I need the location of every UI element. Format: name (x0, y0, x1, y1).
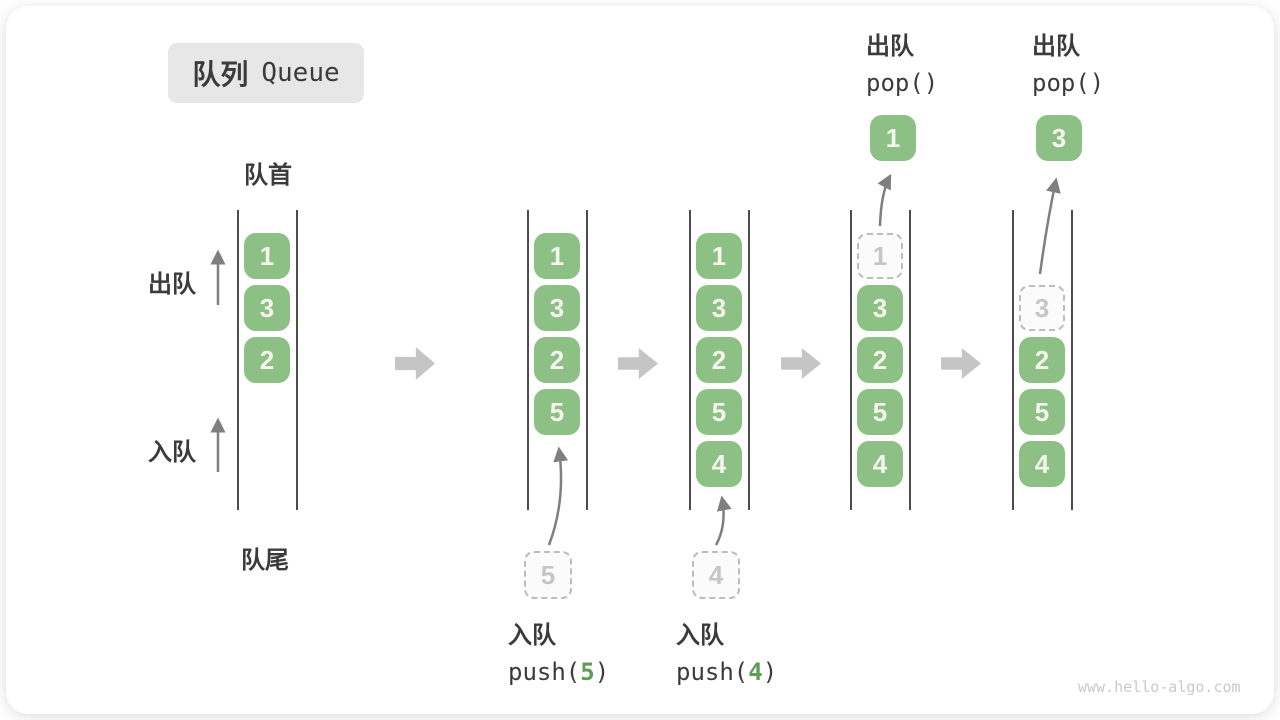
queue-cell: 3 (857, 285, 903, 331)
transition-arrow-icon (941, 348, 981, 379)
queue-wall (527, 210, 529, 510)
queue-cell: 2 (857, 337, 903, 383)
push-annotation-code: push(5) (508, 654, 609, 690)
queue-cell: 3 (244, 285, 290, 331)
push-fn: push( (508, 658, 581, 686)
queue-wall (1012, 210, 1014, 510)
pop-annotation-zh: 出队 (1032, 33, 1080, 60)
queue-cell-dashed: 1 (857, 233, 903, 279)
title-badge: 队列 Queue (168, 43, 364, 103)
pop-annotation-code: pop() (866, 69, 939, 97)
incoming-element-box: 5 (524, 551, 572, 599)
queue-state-5: 3 2 5 4 (1012, 210, 1073, 510)
queue-wall (748, 210, 750, 510)
queue-wall (850, 210, 852, 510)
watermark: www.hello-algo.com (1078, 678, 1241, 696)
queue-cell: 2 (244, 337, 290, 383)
title-zh: 队列 (192, 59, 249, 90)
title-en: Queue (261, 58, 340, 88)
transition-arrow-icon (781, 348, 821, 379)
queue-state-2: 1 3 2 5 (527, 210, 588, 510)
popped-element-box: 1 (870, 115, 916, 161)
push-annotation: 入队 push(4) (676, 618, 777, 690)
queue-cell-dashed: 3 (1019, 285, 1065, 331)
pop-annotation: 出队 pop() (866, 29, 938, 101)
queue-cell: 5 (534, 389, 580, 435)
push-arg: 4 (748, 658, 763, 686)
push-close: ) (594, 658, 610, 686)
queue-cell: 3 (696, 285, 742, 331)
pop-annotation-zh: 出队 (866, 33, 914, 60)
queue-cell: 2 (696, 337, 742, 383)
push-fn: push( (676, 658, 749, 686)
queue-cell: 1 (244, 233, 290, 279)
queue-wall (689, 210, 691, 510)
queue-state-4: 1 3 2 5 4 (850, 210, 911, 510)
queue-wall (909, 210, 911, 510)
push-annotation-code: push(4) (676, 654, 777, 690)
pop-annotation-code: pop() (1032, 69, 1105, 97)
queue-cell: 5 (1019, 389, 1065, 435)
push-close: ) (762, 658, 778, 686)
queue-cell: 5 (857, 389, 903, 435)
push-annotation-zh: 入队 (508, 622, 556, 649)
push-annotation: 入队 push(5) (508, 618, 609, 690)
incoming-element-box: 4 (692, 551, 740, 599)
transition-arrow-icon (618, 348, 658, 379)
queue-cell: 1 (696, 233, 742, 279)
enqueue-label: 入队 (148, 439, 196, 466)
queue-cell: 1 (534, 233, 580, 279)
queue-cell: 5 (696, 389, 742, 435)
pop-annotation: 出队 pop() (1032, 29, 1104, 101)
queue-cell: 4 (857, 441, 903, 487)
queue-state-3: 1 3 2 5 4 (689, 210, 750, 510)
queue-cell: 3 (534, 285, 580, 331)
push-arg: 5 (580, 658, 595, 686)
queue-state-1: 1 3 2 (237, 210, 298, 510)
popped-element-box: 3 (1036, 115, 1082, 161)
queue-cell: 2 (1019, 337, 1065, 383)
queue-wall (296, 210, 298, 510)
queue-cell: 4 (696, 441, 742, 487)
push-annotation-zh: 入队 (676, 622, 724, 649)
queue-wall (586, 210, 588, 510)
queue-cell: 4 (1019, 441, 1065, 487)
queue-wall (1071, 210, 1073, 510)
queue-front-label: 队首 (244, 162, 292, 189)
queue-rear-label: 队尾 (241, 547, 289, 574)
transition-arrow-icon (395, 347, 435, 380)
queue-cell: 2 (534, 337, 580, 383)
queue-wall (237, 210, 239, 510)
dequeue-label: 出队 (148, 271, 196, 298)
